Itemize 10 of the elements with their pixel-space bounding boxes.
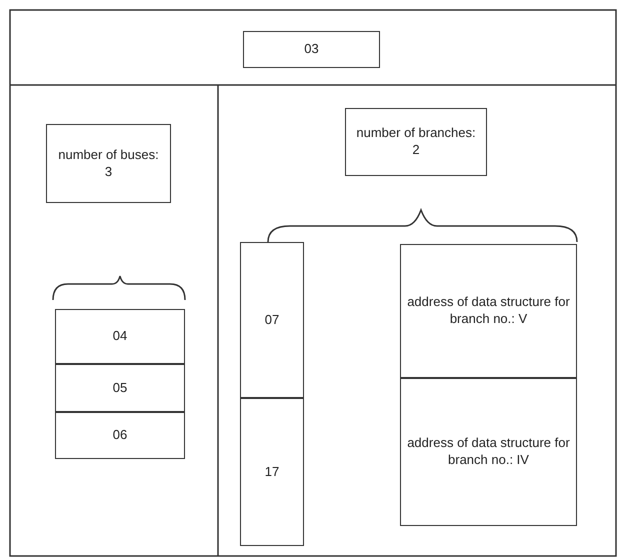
table-cell: address of data structure for branch no.: IV	[400, 378, 577, 526]
table-cell: 07	[240, 242, 304, 398]
table-cell: address of data structure for branch no.: V	[400, 244, 577, 378]
table-cell: 06	[55, 412, 185, 459]
table-cell: 04	[55, 309, 185, 364]
table-cell: 17	[240, 398, 304, 546]
table-cell: 05	[55, 364, 185, 412]
count-box: number of buses: 3	[46, 124, 171, 203]
count-box: number of branches: 2	[345, 108, 487, 176]
field-box: 03	[243, 31, 380, 68]
